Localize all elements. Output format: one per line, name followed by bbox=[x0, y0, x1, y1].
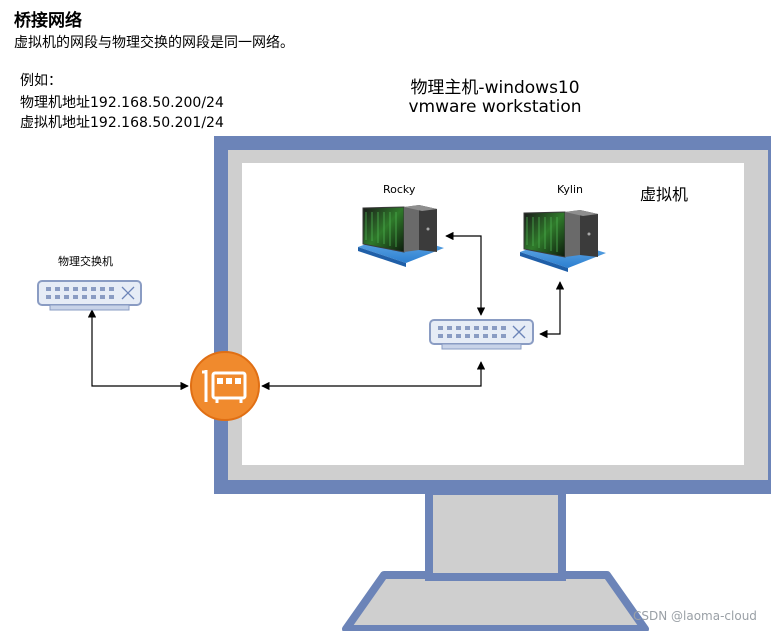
physical-switch-label: 物理交换机 bbox=[58, 255, 113, 268]
vm-rocky-icon bbox=[358, 205, 444, 267]
network-card-icon bbox=[190, 351, 260, 421]
example-label: 例如： bbox=[20, 73, 62, 89]
page-subtitle: 虚拟机的网段与物理交换的网段是同一网络。 bbox=[14, 35, 294, 51]
virtual-switch-icon bbox=[429, 319, 534, 350]
monitor-screen bbox=[242, 163, 744, 465]
physical-switch-icon bbox=[37, 280, 142, 311]
watermark: CSDN @laoma-cloud bbox=[633, 609, 757, 623]
monitor-base bbox=[342, 571, 649, 631]
host-title-os: 物理主机-windows10 bbox=[410, 78, 580, 98]
host-title-software: vmware workstation bbox=[408, 97, 582, 117]
monitor-neck bbox=[425, 487, 566, 581]
vm-kylin-label: Kylin bbox=[557, 183, 584, 196]
vm-kylin-icon bbox=[520, 210, 606, 272]
vm-area-label: 虚拟机 bbox=[640, 185, 689, 204]
link-switch-nic bbox=[87, 309, 189, 391]
link-vswitch-rocky bbox=[445, 231, 486, 316]
vm-rocky-label: Rocky bbox=[383, 183, 416, 196]
page-title: 桥接网络 bbox=[14, 11, 82, 31]
link-nic-vswitch bbox=[261, 361, 486, 391]
example-line-vm: 虚拟机地址192.168.50.201/24 bbox=[20, 115, 224, 131]
connections bbox=[87, 231, 565, 391]
link-vswitch-kylin bbox=[539, 281, 565, 339]
example-line-host: 物理机地址192.168.50.200/24 bbox=[20, 95, 224, 111]
monitor bbox=[214, 136, 771, 631]
